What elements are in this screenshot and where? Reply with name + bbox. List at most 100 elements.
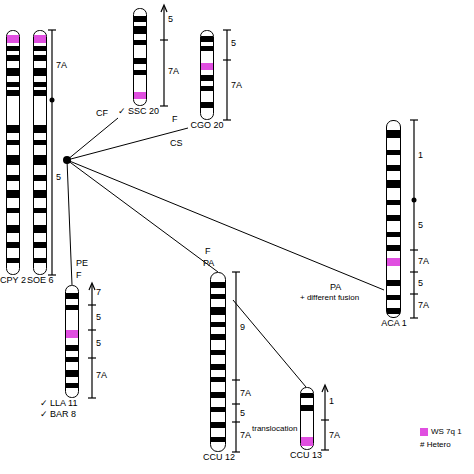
- bracket: [232, 272, 240, 452]
- legend-text: # Hetero: [420, 440, 451, 450]
- bracket-line: [51, 30, 52, 275]
- bracket-line: [413, 120, 414, 318]
- band-label: 5: [168, 14, 173, 24]
- chromosome-node: CGO 20: [190, 30, 224, 131]
- band-label: PA: [330, 282, 341, 292]
- band-label: 5: [418, 220, 423, 230]
- band-label: 7A: [329, 430, 340, 440]
- dark-band: [7, 208, 19, 213]
- radial-line: [67, 160, 218, 272]
- bracket-tick: [223, 119, 231, 120]
- dark-band: [34, 125, 46, 133]
- bracket-line: [324, 386, 325, 450]
- radial-line: [67, 160, 72, 285]
- dark-band: [387, 245, 400, 251]
- dark-band: [387, 295, 400, 300]
- dark-band: [387, 130, 400, 138]
- chromosome-ideogram: [133, 8, 147, 106]
- dark-band: [134, 16, 146, 22]
- dark-band: [7, 46, 19, 51]
- band-label: 5: [418, 278, 423, 288]
- chromosome-node: ✓ LLA 11✓ BAR 8: [40, 285, 84, 420]
- dark-band: [66, 357, 78, 362]
- chromosome-node: ✓ SSC 20: [118, 8, 162, 117]
- band-label: 5: [96, 338, 101, 348]
- dark-band: [211, 377, 225, 382]
- bracket-dot: [50, 98, 55, 103]
- dark-band: [211, 422, 225, 428]
- dark-band: [387, 232, 400, 237]
- chromosome-node: CCU 12: [203, 272, 233, 463]
- dark-band: [301, 393, 313, 398]
- dark-band: [7, 125, 19, 133]
- dark-band: [387, 150, 400, 155]
- dark-band: [201, 75, 213, 81]
- bracket-tick: [410, 293, 418, 294]
- band-label: F: [76, 270, 82, 280]
- bracket-tick: [223, 29, 231, 30]
- bracket: [321, 385, 329, 450]
- band-label: 7A: [96, 370, 107, 380]
- chromosome-outline: [134, 9, 147, 106]
- bracket-tick: [88, 397, 96, 398]
- dark-band: [34, 82, 46, 87]
- bracket-tick: [232, 379, 240, 380]
- bracket: [88, 283, 96, 398]
- bracket-line: [163, 6, 164, 106]
- dark-band: [211, 307, 225, 315]
- dark-band: [387, 200, 400, 205]
- band-label: 7A: [418, 300, 429, 310]
- dark-band: [66, 370, 78, 377]
- band-label: 7A: [240, 430, 251, 440]
- pink-band: [34, 35, 46, 43]
- chromosome-label: CCU 12: [203, 452, 233, 463]
- bracket-tick: [160, 105, 168, 106]
- dark-band: [201, 102, 213, 108]
- bracket-tick: [160, 39, 168, 40]
- dark-band: [34, 90, 46, 96]
- bracket-arrow: [161, 5, 167, 12]
- origin-dot: [63, 156, 71, 164]
- chromosome-outline: [34, 31, 47, 275]
- bracket-line: [226, 30, 227, 120]
- dark-band: [134, 58, 146, 64]
- dark-band: [211, 437, 225, 442]
- band-label: F: [172, 114, 178, 124]
- band-label: 7A: [231, 80, 242, 90]
- pink-band: [301, 437, 313, 446]
- band-label: F: [205, 246, 211, 256]
- dark-band: [211, 364, 225, 370]
- bracket-tick: [232, 421, 240, 422]
- dark-band: [387, 180, 400, 188]
- dark-band: [7, 242, 19, 248]
- dark-band: [7, 175, 19, 181]
- dark-band: [387, 215, 400, 221]
- chromosome-outline: [387, 121, 401, 318]
- radial-line: [67, 160, 384, 290]
- legend-text: WS 7q 1: [431, 427, 462, 437]
- dark-band: [387, 165, 400, 171]
- bracket-arrow: [89, 283, 95, 290]
- pink-band: [134, 92, 146, 99]
- chromosome-label: CPY 2: [0, 275, 26, 286]
- dark-band: [201, 86, 213, 91]
- chromosome-label: ✓ SSC 20: [118, 106, 162, 117]
- band-label: 5: [231, 38, 236, 48]
- radial-line: [67, 128, 188, 160]
- pink-band: [201, 63, 213, 70]
- band-label: 5: [240, 408, 245, 418]
- chromosome-outline: [66, 286, 79, 398]
- dark-band: [7, 155, 19, 165]
- bracket-tick: [410, 271, 418, 272]
- chromosome-outline: [201, 31, 214, 120]
- chromosome-label: CCU 13: [290, 450, 322, 461]
- band-label: CS: [170, 138, 183, 148]
- dark-band: [66, 293, 78, 299]
- dark-band: [66, 305, 78, 310]
- bracket: [410, 120, 418, 318]
- dark-band: [7, 82, 19, 87]
- bracket-tick: [410, 249, 418, 250]
- dark-band: [387, 308, 400, 314]
- bracket-line: [235, 272, 236, 452]
